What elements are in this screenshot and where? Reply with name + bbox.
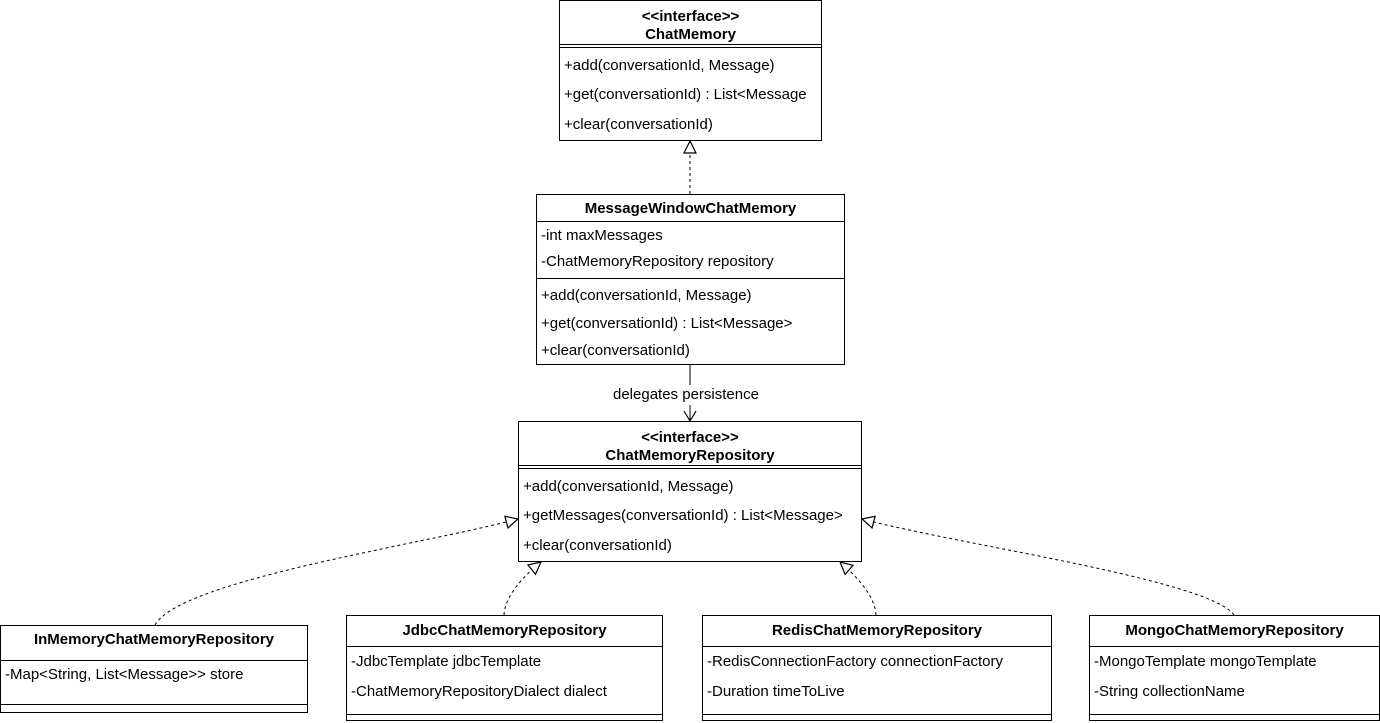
class-name: InMemoryChatMemoryRepository <box>33 631 275 648</box>
field-row: -String collectionName <box>1094 683 1245 700</box>
compartment-divider <box>1 660 307 661</box>
method-row: +getMessages(conversationId) : List<Mess… <box>523 507 843 524</box>
compartment-divider <box>1090 714 1379 715</box>
method-row: +get(conversationId) : List<Message> <box>541 315 793 332</box>
class-name: MongoChatMemoryRepository <box>1125 622 1344 639</box>
realization-edge-jdbc <box>503 562 541 616</box>
field-row: -Duration timeToLive <box>707 683 845 700</box>
class-header: <<interface>> ChatMemoryRepository <box>519 422 861 464</box>
mongo-chat-memory-repository-class: MongoChatMemoryRepository -MongoTemplate… <box>1089 615 1380 721</box>
method-row: +add(conversationId, Message) <box>523 478 734 495</box>
redis-chat-memory-repository-class: RedisChatMemoryRepository -RedisConnecti… <box>702 615 1052 721</box>
method-row: +add(conversationId, Message) <box>541 287 752 304</box>
field-row: -RedisConnectionFactory connectionFactor… <box>707 653 1003 670</box>
compartment-divider <box>703 714 1051 715</box>
compartment-divider <box>347 646 662 647</box>
compartment-divider <box>1 704 307 705</box>
compartment-divider <box>347 714 662 715</box>
realization-edge-inmemory <box>154 519 518 626</box>
class-name: MessageWindowChatMemory <box>584 200 797 217</box>
field-row: -JdbcTemplate jdbcTemplate <box>351 653 542 670</box>
jdbc-chat-memory-repository-class: JdbcChatMemoryRepository -JdbcTemplate j… <box>346 615 663 721</box>
field-row: -ChatMemoryRepository repository <box>541 253 774 270</box>
class-header: JdbcChatMemoryRepository <box>347 616 662 646</box>
field-row: -int maxMessages <box>541 227 663 244</box>
stereotype: <<interface>> <box>641 8 740 25</box>
realization-edge-redis <box>840 562 877 616</box>
field-row: -Map<String, List<Message>> store <box>5 666 244 683</box>
compartment-divider <box>537 221 844 222</box>
compartment-divider <box>537 278 844 279</box>
class-name: ChatMemoryRepository <box>605 447 775 464</box>
class-header: MessageWindowChatMemory <box>537 195 844 221</box>
field-row: -MongoTemplate mongoTemplate <box>1094 653 1317 670</box>
compartment-divider <box>560 44 821 48</box>
field-row: -ChatMemoryRepositoryDialect dialect <box>351 683 607 700</box>
compartment-divider <box>519 465 861 469</box>
method-row: +clear(conversationId) <box>564 116 713 133</box>
delegates-persistence-label: delegates persistence <box>613 385 759 405</box>
chat-memory-interface: <<interface>> ChatMemory +add(conversati… <box>559 0 822 141</box>
chat-memory-repository-interface: <<interface>> ChatMemoryRepository +add(… <box>518 421 862 562</box>
class-name: ChatMemory <box>645 26 736 43</box>
class-name: JdbcChatMemoryRepository <box>402 622 607 639</box>
method-row: +add(conversationId, Message) <box>564 57 775 74</box>
class-header: MongoChatMemoryRepository <box>1090 616 1379 646</box>
message-window-chat-memory-class: MessageWindowChatMemory -int maxMessages… <box>536 194 845 365</box>
method-row: +clear(conversationId) <box>541 342 690 359</box>
class-header: RedisChatMemoryRepository <box>703 616 1051 646</box>
realization-edge-mongo <box>862 519 1235 616</box>
compartment-divider <box>1090 646 1379 647</box>
class-name: RedisChatMemoryRepository <box>771 622 983 639</box>
method-row: +get(conversationId) : List<Message <box>564 86 807 103</box>
stereotype: <<interface>> <box>641 429 739 446</box>
class-header: <<interface>> ChatMemory <box>560 1 821 43</box>
class-header: InMemoryChatMemoryRepository <box>1 626 307 660</box>
in-memory-chat-memory-repository-class: InMemoryChatMemoryRepository -Map<String… <box>0 625 308 713</box>
method-row: +clear(conversationId) <box>523 537 672 554</box>
compartment-divider <box>703 646 1051 647</box>
